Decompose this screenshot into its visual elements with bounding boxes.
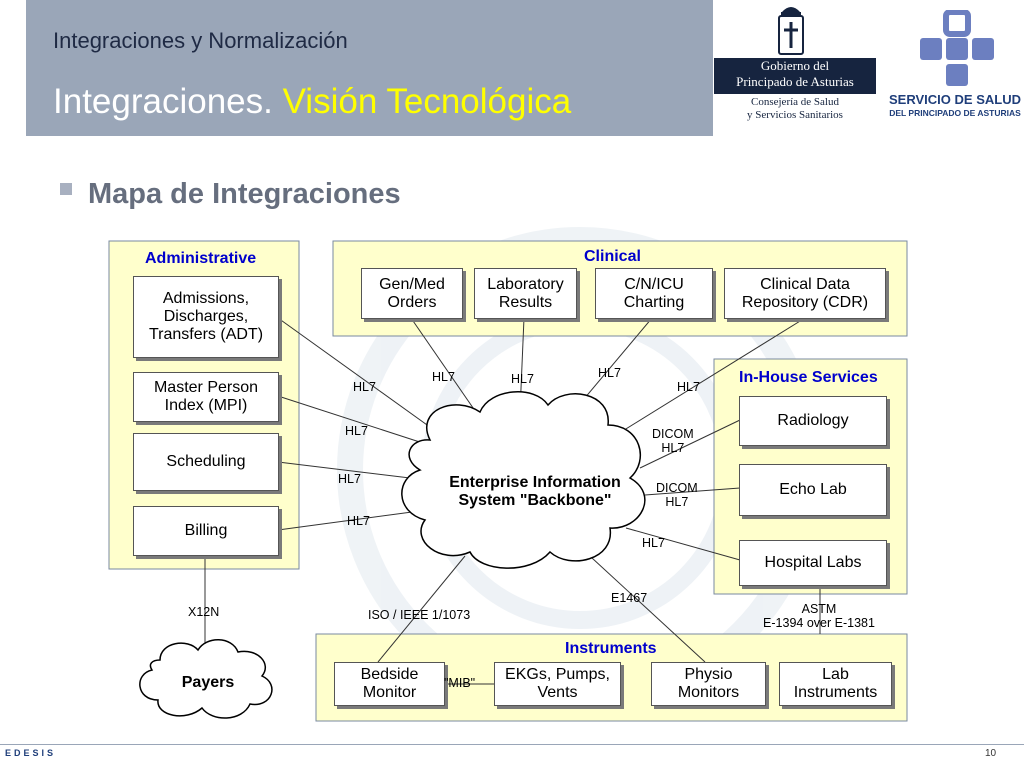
label-mib: "MIB": [444, 676, 476, 690]
group-title-clinical: Clinical: [584, 248, 641, 265]
label-dicom-radiology-1: DICOM: [652, 427, 694, 441]
sespa-name: SERVICIO DE SALUD: [889, 92, 1021, 107]
gov-consejeria: Consejería de Salud y Servicios Sanitari…: [714, 96, 876, 122]
title-highlight: Visión Tecnológica: [282, 82, 572, 121]
label-dicom-echolab-2: HL7: [665, 495, 689, 509]
label-hl7-genmed: HL7: [432, 370, 455, 384]
label-hl7-cdr: HL7: [677, 380, 700, 394]
node-scheduling[interactable]: Scheduling: [133, 433, 279, 491]
label-hl7-billing: HL7: [347, 514, 370, 528]
label-hl7-labresults: HL7: [511, 372, 534, 386]
payers-cloud: [139, 639, 273, 719]
link-physio: [591, 557, 706, 663]
link-scheduling: [277, 461, 411, 479]
node-echolab[interactable]: Echo Lab: [739, 464, 887, 516]
backbone-cloud: [401, 391, 646, 569]
label-x12n: X12N: [188, 605, 220, 619]
node-radiology[interactable]: Radiology: [739, 396, 887, 446]
group-title-administrative: Administrative: [145, 250, 257, 267]
link-cdr: [607, 317, 806, 441]
node-labinstr[interactable]: Lab Instruments: [779, 662, 892, 706]
group-title-instruments: Instruments: [565, 640, 657, 657]
node-adt[interactable]: Admissions, Discharges, Transfers (ADT): [133, 276, 279, 358]
link-radiology: [639, 419, 741, 469]
header-bar: [26, 0, 713, 136]
label-dicom-echolab-1: DICOM: [656, 481, 698, 495]
label-hl7-hosplabs: HL7: [642, 536, 665, 550]
node-ekgs[interactable]: EKGs, Pumps, Vents: [494, 662, 621, 706]
link-mpi: [277, 395, 433, 447]
node-hosplabs[interactable]: Hospital Labs: [739, 540, 887, 586]
node-cdr[interactable]: Clinical Data Repository (CDR): [724, 268, 886, 319]
label-hl7-cnicu: HL7: [598, 366, 621, 380]
section-heading: Mapa de Integraciones: [88, 178, 401, 210]
crest-icon: [778, 7, 804, 55]
link-hosplabs: [625, 527, 741, 561]
footer-divider: [0, 744, 1024, 745]
group-title-inhouse: In-House Services: [739, 369, 878, 386]
slide-subtitle: Integraciones y Normalización: [53, 28, 348, 53]
node-bedside[interactable]: Bedside Monitor: [334, 662, 445, 706]
gov-line1: Gobierno del: [760, 58, 830, 73]
node-cnicu[interactable]: C/N/ICU Charting: [595, 268, 713, 319]
node-billing[interactable]: Billing: [133, 506, 279, 556]
label-iso: ISO / IEEE 1/1073: [368, 608, 471, 622]
page-number: 10: [985, 748, 997, 759]
link-genmed: [410, 317, 481, 419]
title-main: Integraciones.: [53, 82, 283, 121]
slide-title: Integraciones. Visión Tecnológica: [53, 82, 571, 122]
payers-label: Payers: [181, 674, 235, 691]
label-hl7-scheduling: HL7: [338, 472, 361, 486]
footer-logo: EDESIS: [5, 748, 57, 758]
label-astm-1: ASTM: [801, 602, 837, 616]
label-astm-2: E-1394 over E-1381: [763, 616, 875, 630]
bullet-square-icon: [60, 183, 72, 195]
link-adt: [277, 317, 449, 441]
backbone-label: Enterprise Information System "Backbone": [449, 474, 621, 509]
gov-line3: Consejería de Salud: [751, 96, 839, 108]
node-mpi[interactable]: Master Person Index (MPI): [133, 372, 279, 422]
gov-line4: y Servicios Sanitarios: [747, 109, 843, 121]
label-hl7-mpi: HL7: [345, 424, 368, 438]
gov-logo-box: Gobierno del Principado de Asturias: [714, 58, 876, 94]
node-genmed[interactable]: Gen/Med Orders: [361, 268, 463, 319]
link-echolab: [644, 487, 741, 496]
link-bedside: [377, 555, 466, 663]
label-dicom-radiology-2: HL7: [661, 441, 685, 455]
sespa-cross-icon: [920, 10, 994, 86]
node-physio[interactable]: Physio Monitors: [651, 662, 766, 706]
link-billing: [277, 511, 413, 531]
label-e1467: E1467: [611, 591, 648, 605]
sespa-subtitle: DEL PRINCIPADO DE ASTURIAS: [889, 108, 1021, 118]
gov-line2: Principado de Asturias: [736, 74, 854, 89]
label-hl7-adt: HL7: [353, 380, 376, 394]
node-labresults[interactable]: Laboratory Results: [474, 268, 577, 319]
